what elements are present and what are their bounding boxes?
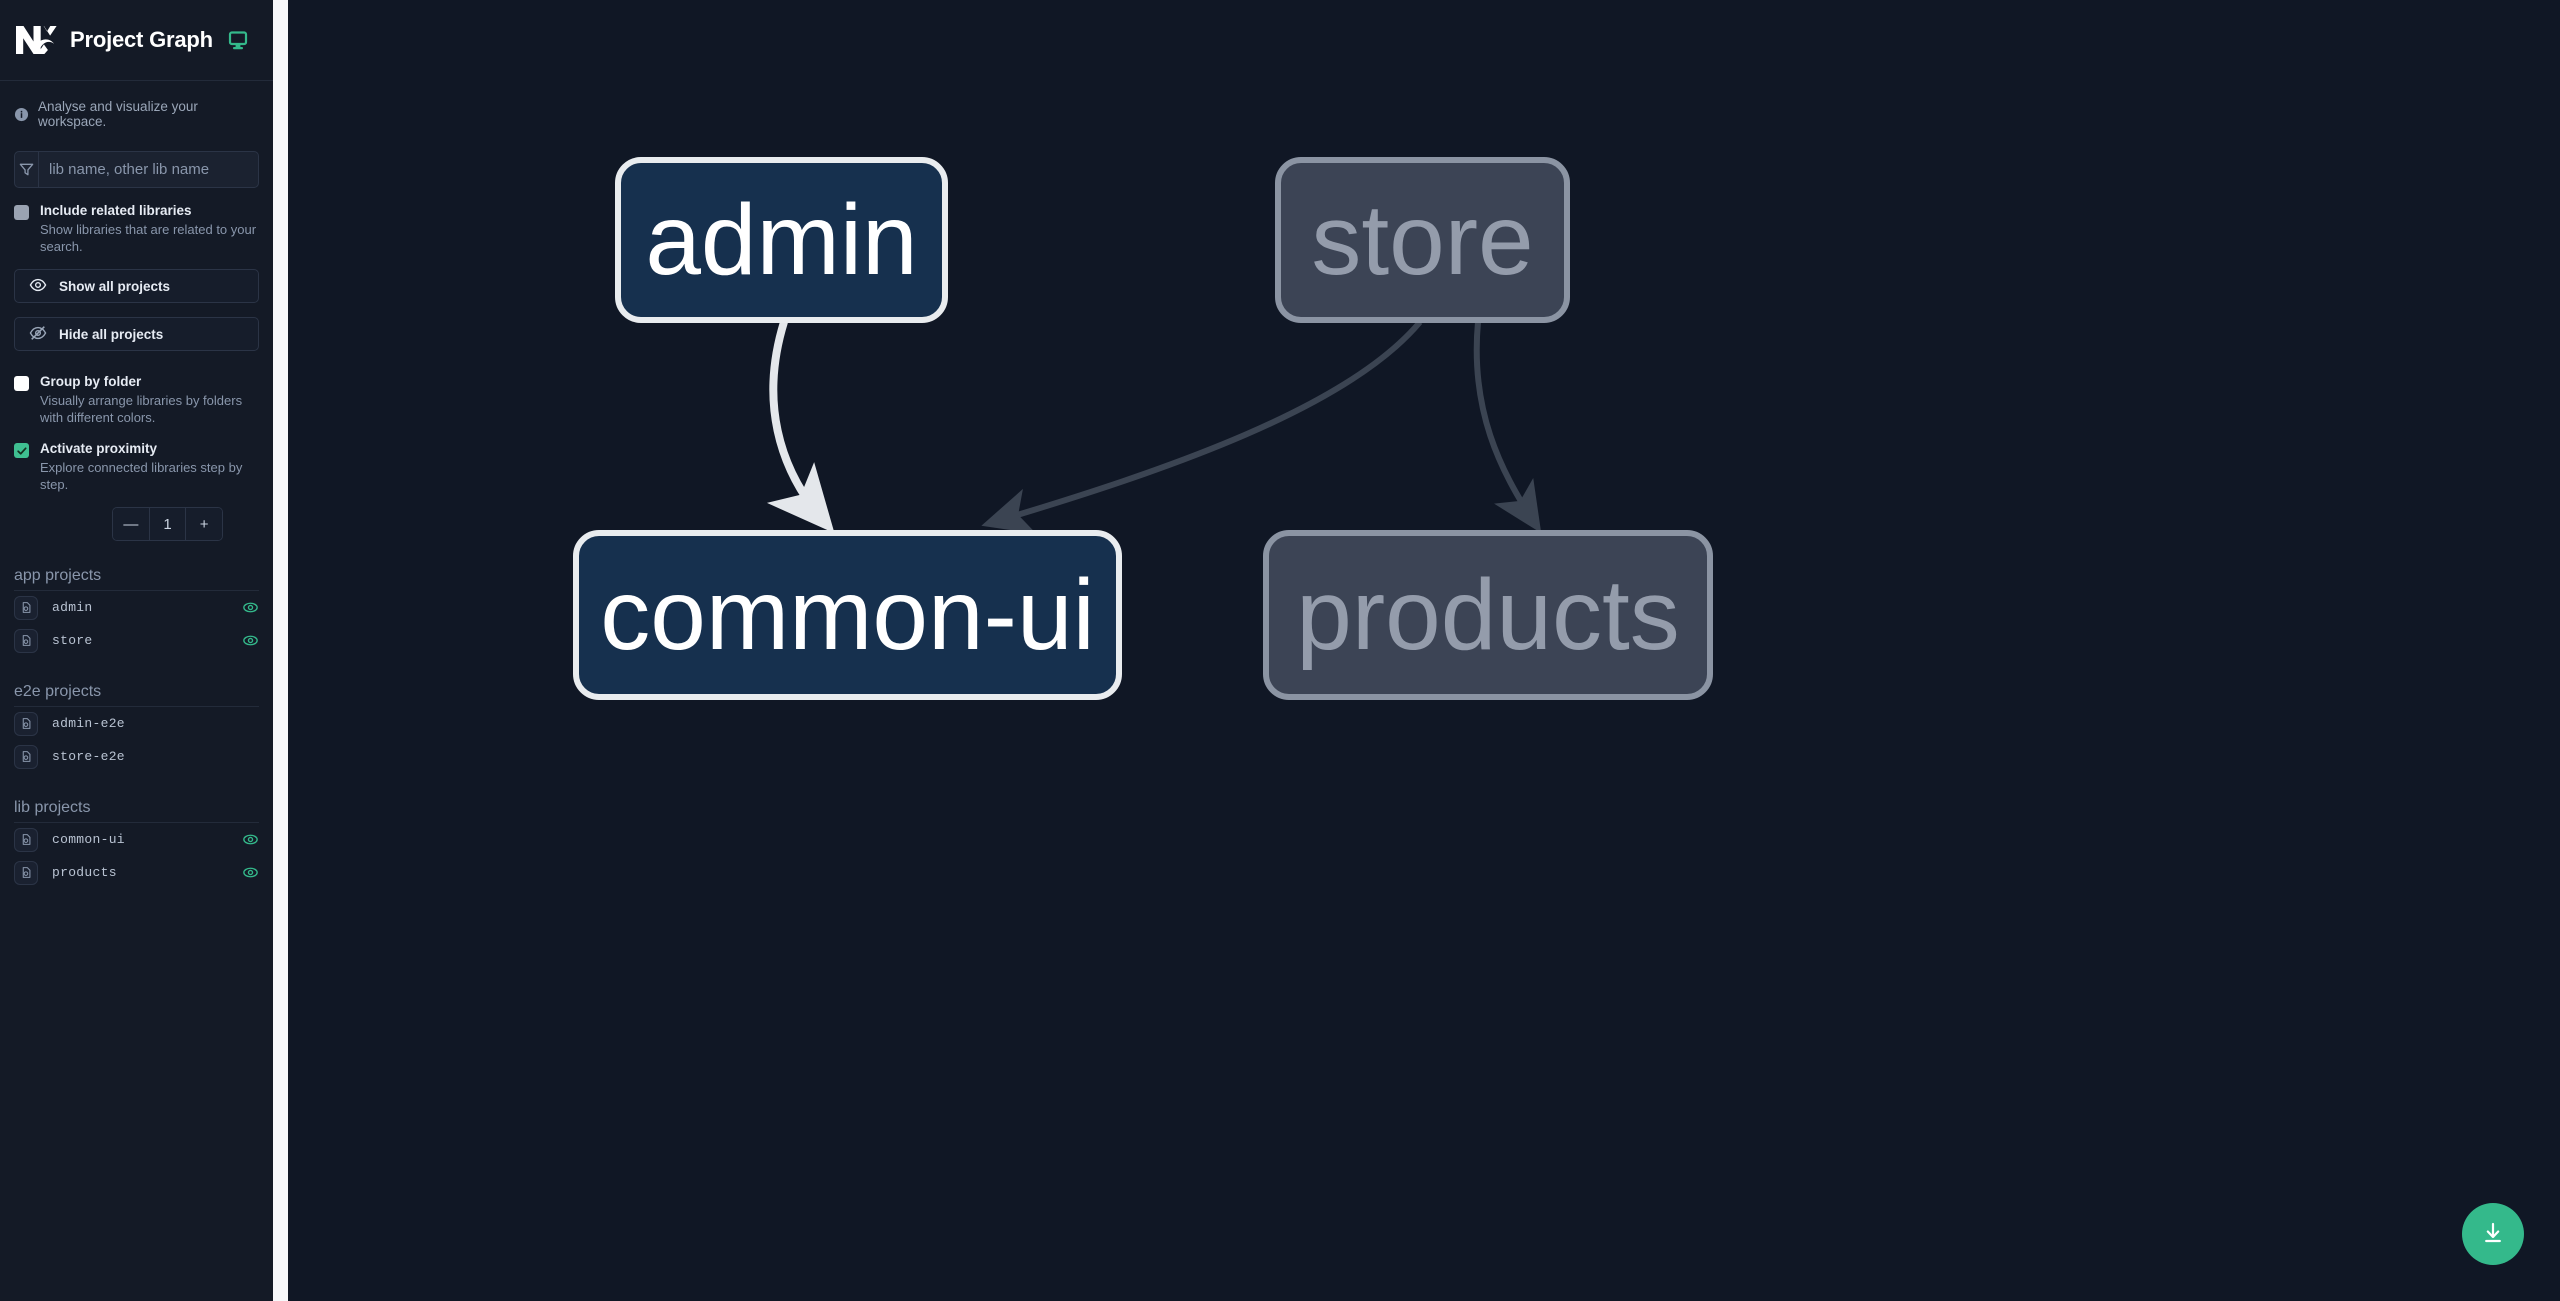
- info-icon: [14, 107, 29, 122]
- graph-node-common-ui[interactable]: common-ui: [573, 530, 1122, 700]
- group-title: e2e projects: [14, 683, 259, 707]
- show-all-projects-button[interactable]: Show all projects: [14, 269, 259, 303]
- option-label: Activate proximity: [40, 441, 158, 456]
- edge-store-to-common-ui: [981, 320, 1423, 534]
- hide-all-projects-button[interactable]: Hide all projects: [14, 317, 259, 351]
- project-icon: [14, 860, 38, 885]
- search-input[interactable]: [39, 152, 258, 187]
- edge-store-to-products: [1473, 321, 1542, 534]
- project-icon: [14, 827, 38, 852]
- download-image-button[interactable]: [2462, 1203, 2524, 1265]
- edge-admin-to-common-ui: [766, 320, 835, 534]
- project-row-store[interactable]: store: [14, 624, 259, 657]
- option-label: Group by folder: [40, 374, 142, 389]
- visibility-eye-icon[interactable]: [242, 632, 259, 649]
- graph-node-products[interactable]: products: [1263, 530, 1713, 700]
- graph-node-admin[interactable]: admin: [615, 157, 948, 323]
- show-all-projects-label: Show all projects: [59, 278, 171, 294]
- group-title: lib projects: [14, 799, 259, 823]
- option-group-by-folder[interactable]: Group by folder Visually arrange librari…: [0, 351, 273, 426]
- app-title: Project Graph: [70, 27, 213, 52]
- project-group-app: app projects admin: [0, 567, 273, 657]
- graph-node-label: products: [1296, 559, 1680, 671]
- project-name: common-ui: [52, 832, 125, 847]
- sidebar: Project Graph Analyse and visualize your…: [0, 0, 273, 1301]
- monitor-icon[interactable]: [227, 29, 249, 51]
- hide-all-projects-label: Hide all projects: [59, 326, 164, 342]
- project-icon: [14, 595, 38, 620]
- tagline-text: Analyse and visualize your workspace.: [38, 99, 198, 129]
- graph-canvas[interactable]: admin store common-ui products: [288, 0, 2560, 1301]
- option-activate-proximity[interactable]: Activate proximity Explore connected lib…: [0, 426, 273, 493]
- project-row-common-ui[interactable]: common-ui: [14, 823, 259, 856]
- sidebar-header: Project Graph: [0, 0, 273, 81]
- graph-edges: [766, 320, 1542, 534]
- option-description: Visually arrange libraries by folders wi…: [40, 393, 243, 425]
- project-icon: [14, 744, 38, 769]
- project-row-products[interactable]: products: [14, 856, 259, 889]
- option-include-related-libraries[interactable]: Include related libraries Show libraries…: [0, 188, 273, 255]
- project-icon: [14, 711, 38, 736]
- checkbox-group-by-folder[interactable]: [14, 376, 29, 391]
- proximity-value: 1: [148, 508, 186, 540]
- sidebar-resize-handle[interactable]: [273, 0, 288, 1301]
- funnel-icon: [15, 152, 39, 187]
- proximity-stepper[interactable]: — 1 +: [112, 507, 223, 541]
- graph-node-label: admin: [645, 184, 918, 296]
- checkbox-activate-proximity[interactable]: [14, 443, 29, 458]
- option-description: Show libraries that are related to your …: [40, 222, 257, 254]
- download-icon: [2480, 1220, 2506, 1249]
- visibility-eye-icon[interactable]: [242, 831, 259, 848]
- project-group-e2e: e2e projects admin-e2e store-e2: [0, 683, 273, 773]
- project-name: store: [52, 633, 93, 648]
- graph-node-label: store: [1311, 184, 1534, 296]
- eye-icon: [29, 276, 47, 297]
- project-row-store-e2e[interactable]: store-e2e: [14, 740, 259, 773]
- project-name: admin: [52, 600, 93, 615]
- tagline: Analyse and visualize your workspace.: [0, 81, 273, 129]
- option-description: Explore connected libraries step by step…: [40, 460, 243, 492]
- project-group-lib: lib projects common-ui: [0, 799, 273, 889]
- option-label: Include related libraries: [40, 203, 192, 218]
- project-name: admin-e2e: [52, 716, 125, 731]
- graph-node-label: common-ui: [600, 559, 1095, 671]
- project-name: products: [52, 865, 117, 880]
- graph-node-store[interactable]: store: [1275, 157, 1570, 323]
- checkbox-include-related-libraries[interactable]: [14, 205, 29, 220]
- group-title: app projects: [14, 567, 259, 591]
- proximity-decrement-button[interactable]: —: [113, 508, 149, 540]
- search-box[interactable]: [14, 151, 259, 188]
- proximity-increment-button[interactable]: +: [185, 508, 222, 540]
- visibility-eye-icon[interactable]: [242, 599, 259, 616]
- project-name: store-e2e: [52, 749, 125, 764]
- project-row-admin[interactable]: admin: [14, 591, 259, 624]
- project-icon: [14, 628, 38, 653]
- eye-off-icon: [29, 324, 47, 345]
- project-row-admin-e2e[interactable]: admin-e2e: [14, 707, 259, 740]
- visibility-eye-icon[interactable]: [242, 864, 259, 881]
- nx-logo-icon: [14, 22, 58, 58]
